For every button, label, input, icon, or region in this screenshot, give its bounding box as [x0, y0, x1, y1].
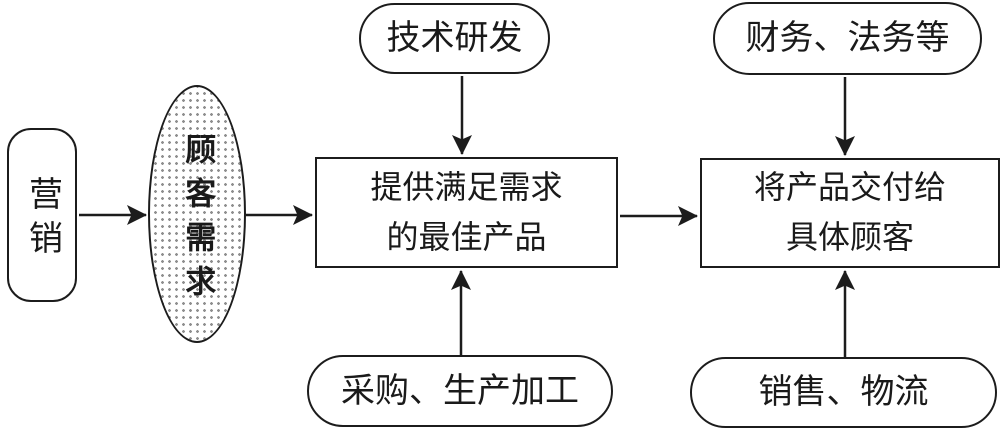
node-deliver-line2: 具体顾客: [785, 219, 914, 255]
node-best-product-line2: 的最佳产品: [386, 218, 547, 255]
node-procurement-production: 采购、生产加工: [307, 355, 613, 427]
node-marketing: 营销: [7, 128, 77, 302]
node-customer-need: 顾客需求: [148, 85, 246, 343]
node-customer-need-label: 顾客需求: [180, 132, 216, 309]
node-best-product-line1: 提供满足需求: [370, 168, 563, 205]
node-deliver: 将产品交付给 具体顾客: [700, 158, 1000, 268]
node-deliver-line1: 将产品交付给: [753, 169, 946, 206]
node-procurement-production-label: 采购、生产加工: [341, 372, 579, 410]
node-marketing-label: 营销: [23, 176, 61, 264]
node-sales-logistics: 销售、物流: [690, 357, 997, 428]
node-finance-legal-label: 财务、法务等: [745, 20, 950, 57]
node-sales-logistics-label: 销售、物流: [758, 374, 929, 411]
node-deliver-label: 将产品交付给 具体顾客: [754, 163, 946, 262]
node-finance-legal: 财务、法务等: [713, 2, 982, 75]
node-tech-rd: 技术研发: [359, 3, 550, 74]
node-best-product-label: 提供满足需求 的最佳产品: [370, 163, 562, 262]
node-tech-rd-label: 技术研发: [386, 20, 523, 57]
node-best-product: 提供满足需求 的最佳产品: [315, 157, 618, 268]
